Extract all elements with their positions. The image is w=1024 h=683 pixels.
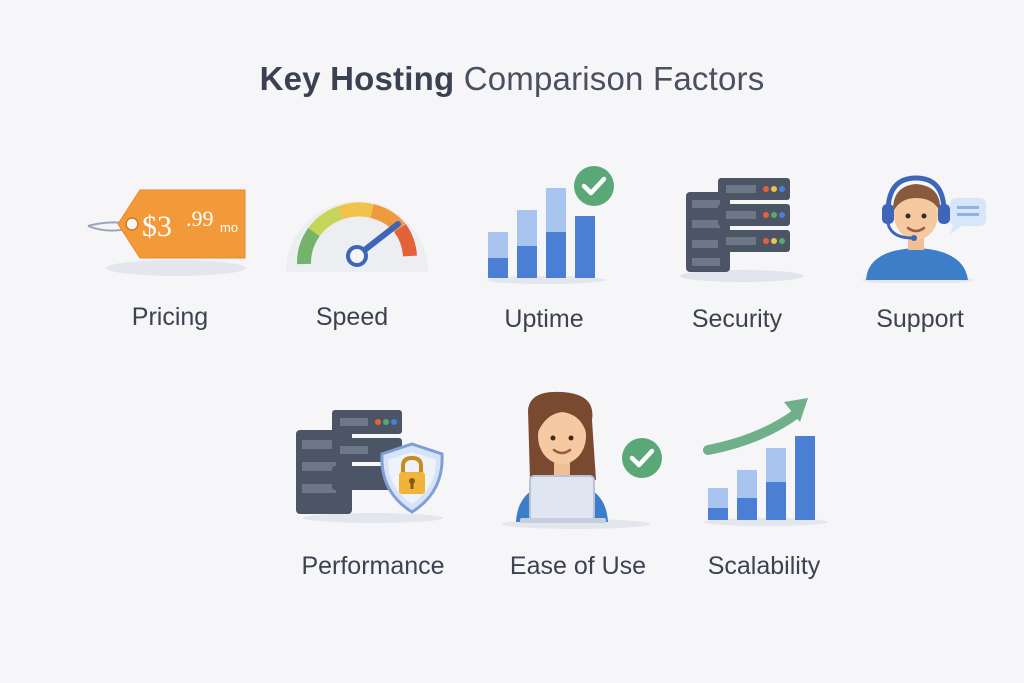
speedometer-icon xyxy=(286,201,428,272)
factor-label: Performance xyxy=(301,552,445,580)
price-cents: .99 xyxy=(186,206,214,231)
factor-label: Support xyxy=(876,305,964,333)
price-amount: $3 xyxy=(142,210,172,243)
title-bold: Key Hosting xyxy=(259,60,455,97)
growth-chart-icon xyxy=(703,398,828,526)
support-agent-icon xyxy=(862,175,986,283)
server-shield-lock-icon xyxy=(296,410,444,523)
factor-label: Scalability xyxy=(707,552,821,580)
factor-label: Pricing xyxy=(131,303,209,331)
factor-label: Security xyxy=(691,305,783,333)
page-title: Key Hosting Comparison Factors xyxy=(0,60,1024,98)
uptime-chart-icon xyxy=(486,166,614,284)
server-rack-icon xyxy=(680,178,804,282)
title-light: Comparison Factors xyxy=(463,60,765,97)
price-tag-icon: $3 .99 mo xyxy=(87,189,246,276)
factor-label: Ease of Use xyxy=(509,552,647,580)
price-unit: mo xyxy=(220,220,238,235)
factor-label: Uptime xyxy=(504,305,584,333)
factor-label: Speed xyxy=(315,303,389,331)
user-laptop-check-icon xyxy=(502,391,662,529)
